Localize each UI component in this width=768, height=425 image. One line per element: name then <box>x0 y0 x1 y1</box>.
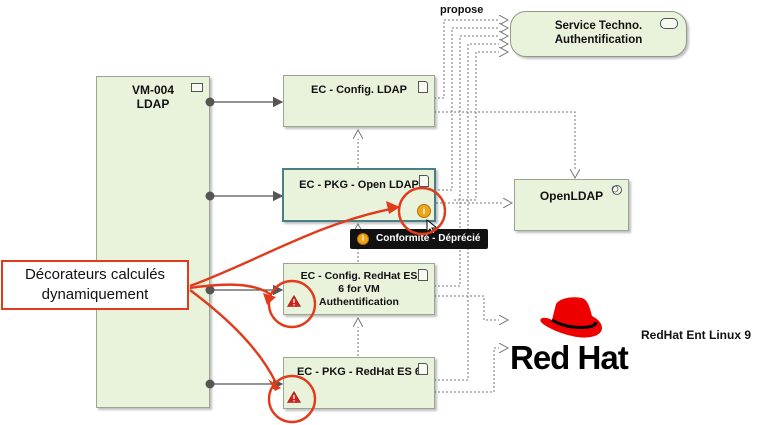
ec-config-ldap-node[interactable]: EC - Config. LDAP <box>283 75 435 127</box>
document-icon <box>419 175 429 187</box>
vm-connectors <box>210 96 284 390</box>
redhat-label: RedHat Ent Linux 9 <box>641 328 752 342</box>
ec-pkg-openldap-title: EC - PKG - Open LDAP <box>299 179 419 191</box>
conformity-tooltip: Conformité - Déprécié <box>350 229 489 249</box>
redhat-connectors <box>434 295 508 393</box>
warning-icon[interactable] <box>287 391 301 403</box>
vm-node[interactable]: VM-004 LDAP <box>96 76 210 408</box>
ec-config-redhat-title-line3: Authentification <box>319 296 399 308</box>
vm-connector-dots <box>205 97 215 389</box>
service-title-line2: Authentification <box>554 34 643 46</box>
service-icon <box>660 18 678 29</box>
vm-icon <box>191 83 203 92</box>
ec-config-redhat-title-line2: 6 for VM <box>338 283 380 295</box>
vm-node-title-line1: VM-004 <box>131 83 175 97</box>
component-icon <box>611 185 622 195</box>
document-icon <box>418 363 428 375</box>
warning-icon[interactable] <box>287 295 301 307</box>
annotation-callout: Décorateurs calculés dynamiquement <box>1 260 189 310</box>
edge-label-propose: propose <box>440 4 484 16</box>
openldap-connectors <box>434 111 575 203</box>
redhat-logo-text: Red Hat <box>510 339 629 376</box>
vm-node-title-line2: LDAP <box>136 97 170 111</box>
redhat-logo-hat-icon <box>540 297 602 338</box>
ec-pkg-openldap-node[interactable]: EC - PKG - Open LDAP <box>282 168 436 222</box>
ec-config-ldap-title: EC - Config. LDAP <box>311 84 407 96</box>
tooltip-text: Conformité - Déprécié <box>376 233 481 244</box>
ec-config-redhat-title-line1: EC - Config. RedHat ES <box>300 270 418 282</box>
ec-pkg-redhat-title: EC - PKG - RedHat ES 6 <box>296 366 422 378</box>
service-connectors <box>434 20 508 381</box>
document-icon <box>418 81 428 93</box>
annotation-line1: Décorateurs calculés <box>24 266 166 283</box>
openldap-title: OpenLDAP <box>539 189 604 203</box>
service-techno-node[interactable]: Service Techno. Authentification <box>510 11 687 57</box>
openldap-node[interactable]: OpenLDAP <box>514 179 629 231</box>
annotation-line2: dynamiquement <box>41 286 149 303</box>
info-icon: i <box>357 233 369 245</box>
info-icon[interactable]: i <box>417 204 431 218</box>
service-title-line1: Service Techno. <box>554 20 643 32</box>
document-icon <box>418 269 428 281</box>
